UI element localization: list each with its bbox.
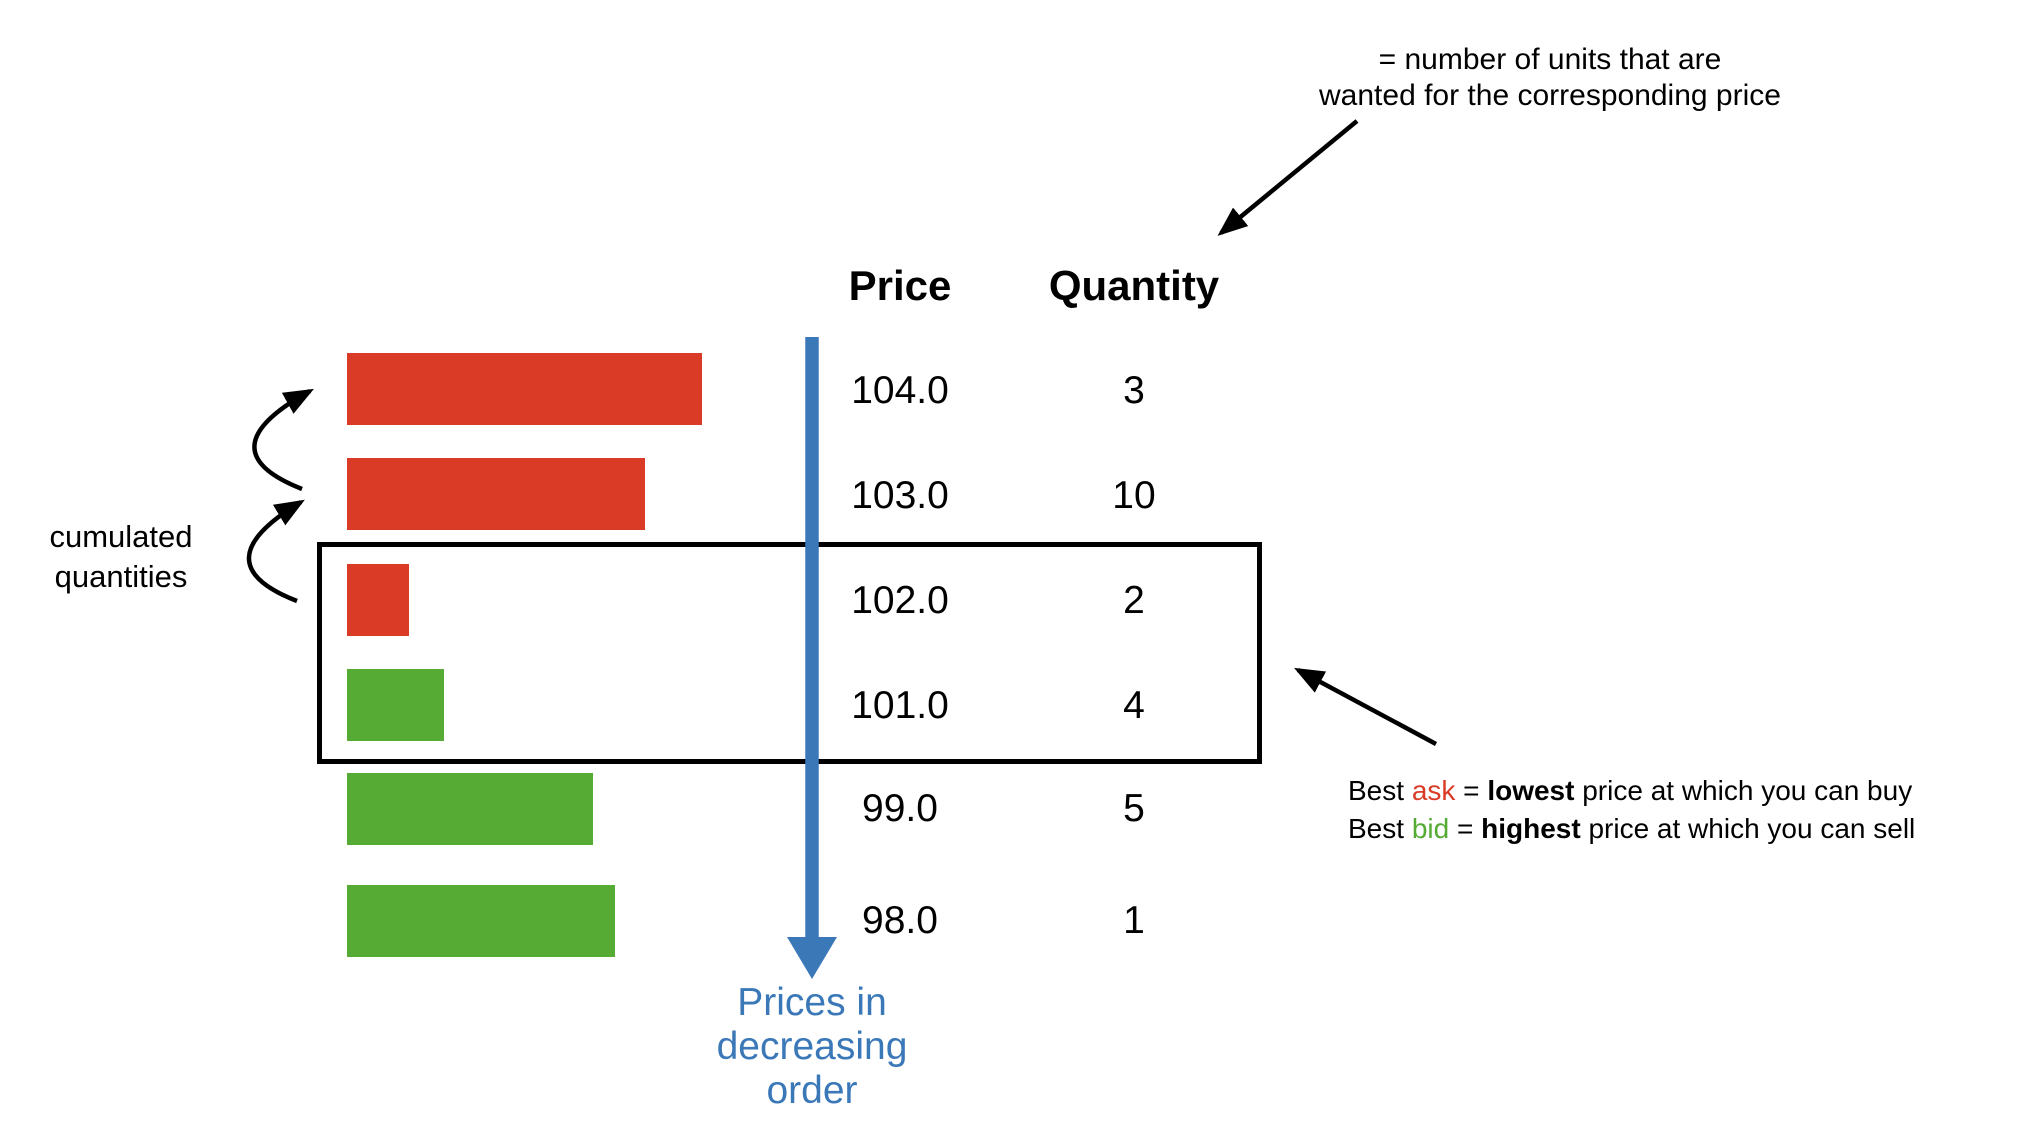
ask-bar-103: [347, 458, 645, 530]
best-ask-suffix: price at which you can buy: [1582, 775, 1913, 806]
price-direction-line3: order: [766, 1069, 858, 1112]
best-ask-bid-note: Best ask = lowest price at which you can…: [1348, 772, 2036, 848]
price-value-101: 101.0: [851, 684, 949, 727]
quantity-note-arrow-icon: [1217, 119, 1359, 236]
price-value-104: 104.0: [851, 369, 949, 412]
bid-bar-99: [347, 773, 593, 845]
bid-bar-98: [347, 885, 615, 957]
best-ask-line: Best ask = lowest price at which you can…: [1348, 772, 2036, 810]
best-bid-suffix: price at which you can sell: [1588, 813, 1916, 844]
cumulated-quantities-note: cumulated quantities: [11, 517, 231, 597]
price-value-99: 99.0: [862, 787, 938, 830]
price-direction-note: Prices in decreasing order: [692, 981, 932, 1113]
highest-term: highest: [1481, 813, 1581, 844]
quantity-value-102: 2: [1123, 579, 1145, 622]
best-prices-box: [317, 542, 1262, 764]
quantity-value-104: 3: [1123, 369, 1145, 412]
bid-bar-101: [347, 669, 444, 741]
cumulated-arrow-to-104-bar-icon: [252, 388, 314, 492]
quantity-value-99: 5: [1123, 787, 1145, 830]
price-direction-line1: Prices in: [737, 981, 887, 1024]
cumulated-arrow-to-103-bar-icon: [246, 499, 305, 604]
price-value-98: 98.0: [862, 899, 938, 942]
quantity-definition-line2: wanted for the corresponding price: [1319, 79, 1781, 112]
decreasing-prices-arrowhead-icon: [787, 937, 837, 979]
ask-bar-102: [347, 564, 409, 636]
price-value-102: 102.0: [851, 579, 949, 622]
best-bid-equals: =: [1456, 813, 1474, 844]
best-bid-prefix: Best: [1348, 813, 1405, 844]
best-ask-prefix: Best: [1348, 775, 1405, 806]
quantity-column-header: Quantity: [1048, 262, 1220, 309]
price-column-header: Price: [848, 262, 952, 309]
ask-bar-104: [347, 353, 702, 425]
quantity-definition-note: = number of units that are wanted for th…: [1250, 42, 1850, 114]
lowest-term: lowest: [1487, 775, 1575, 806]
price-direction-line2: decreasing: [716, 1025, 908, 1068]
best-ask-equals: =: [1463, 775, 1480, 806]
quantity-value-98: 1: [1123, 899, 1145, 942]
cumulated-quantities-line1: cumulated: [49, 519, 193, 554]
ask-term: ask: [1411, 775, 1456, 806]
best-note-arrow-icon: [1294, 667, 1438, 746]
quantity-value-101: 4: [1123, 684, 1145, 727]
price-value-103: 103.0: [851, 474, 949, 517]
quantity-definition-line1: = number of units that are: [1378, 43, 1722, 76]
quantity-value-103: 10: [1112, 474, 1156, 517]
cumulated-quantities-line2: quantities: [54, 559, 188, 594]
best-bid-line: Best bid = highest price at which you ca…: [1348, 810, 2036, 848]
bid-term: bid: [1411, 813, 1450, 844]
